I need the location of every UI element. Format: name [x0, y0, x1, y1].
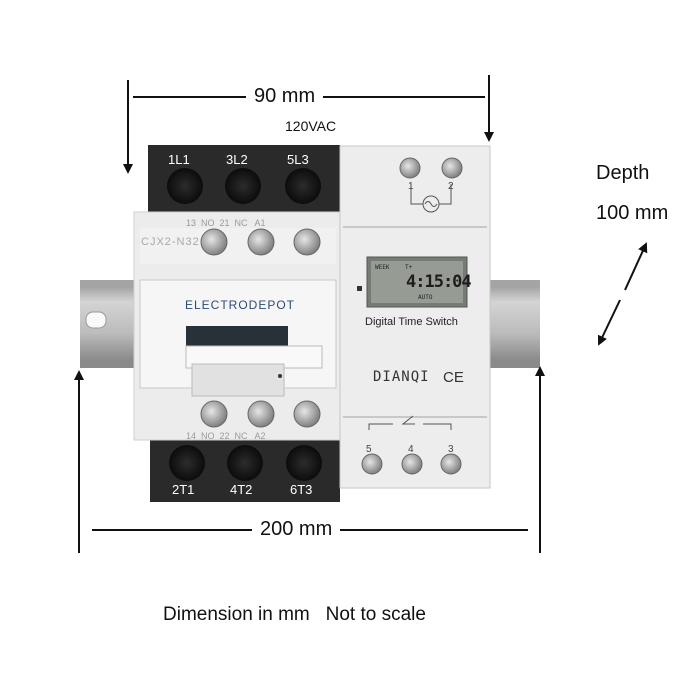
- lcd-week-label: WEEK: [375, 264, 390, 271]
- terminal-label-t3: 6T3: [290, 482, 313, 497]
- timer-relay-symbol: [368, 415, 452, 430]
- timer-pin-4: 4: [408, 444, 414, 455]
- timer: [339, 145, 491, 489]
- timer-pin-1: 1: [408, 181, 414, 192]
- terminal-label-t2: 4T2: [230, 482, 253, 497]
- terminal-label-l1: 1L1: [168, 152, 190, 167]
- aux-bottom-label: 14 NO 22 NC A2: [186, 431, 266, 441]
- timer-title: Digital Time Switch: [365, 316, 458, 328]
- aux-top-label: 13 NO 21 NC A1: [186, 218, 266, 228]
- contactor-aux-top-screws: [200, 228, 321, 256]
- contactor-model-label: CJX2-N32: [141, 236, 200, 248]
- lcd-time-display: 4:15:04: [406, 272, 472, 292]
- lcd-mode-label: T+: [405, 264, 413, 271]
- terminal-label-l3: 5L3: [287, 152, 309, 167]
- contactor: [133, 145, 341, 502]
- lcd-auto-label: AUTO: [418, 294, 433, 301]
- contactor-top-holes: [167, 168, 321, 204]
- depth-label: Depth: [596, 162, 650, 184]
- contactor-aux-bottom-screws: [200, 400, 321, 428]
- terminal-label-l2: 3L2: [226, 152, 248, 167]
- length-dimension-label: 200 mm: [252, 519, 341, 539]
- timer-pin-5: 5: [366, 444, 372, 455]
- timer-pin-2: 2: [448, 181, 454, 192]
- dimension-lines: [74, 75, 648, 553]
- contactor-bottom-holes: [169, 445, 322, 481]
- width-dimension-label: 90 mm: [246, 86, 324, 106]
- timer-ce-mark: CE: [443, 369, 464, 386]
- footnote: Dimension in mm Not to scale: [163, 604, 426, 625]
- timer-brand: DIANQI: [373, 369, 430, 385]
- contactor-brand-label: ELECTRODEPOT: [185, 298, 296, 312]
- terminal-label-t1: 2T1: [172, 482, 195, 497]
- timer-pin-3: 3: [448, 444, 454, 455]
- depth-value-label: 100 mm: [596, 202, 669, 224]
- voltage-label: 120VAC: [285, 118, 337, 134]
